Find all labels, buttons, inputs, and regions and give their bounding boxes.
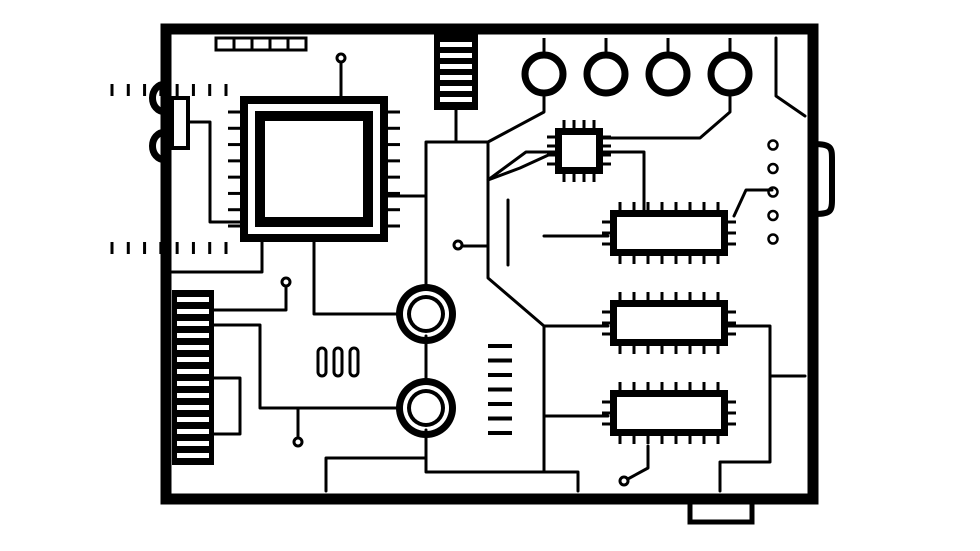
bottom-tab	[687, 499, 755, 525]
top-left-pads	[214, 36, 308, 52]
header-pin	[177, 333, 209, 338]
dip-chip-window	[617, 217, 721, 249]
dip-chip-window	[617, 397, 721, 429]
board-outline	[160, 23, 819, 505]
header-pin	[177, 309, 209, 314]
indicator-dot	[767, 233, 779, 245]
header-pin	[177, 429, 209, 434]
right-clip	[812, 141, 835, 217]
indicator-dots	[767, 139, 779, 245]
slot	[316, 346, 328, 378]
connector-rib	[440, 53, 472, 58]
dip-chip	[602, 382, 736, 444]
header-pin	[177, 381, 209, 386]
top-ribbed-connector	[434, 34, 478, 110]
cpu-chip	[110, 84, 400, 254]
round-connector	[707, 51, 753, 97]
slot	[348, 346, 360, 378]
header-pin	[177, 321, 209, 326]
coax-jack-center	[411, 299, 441, 329]
header-pin	[177, 393, 209, 398]
connector-rib	[440, 42, 472, 47]
connector-rib	[440, 64, 472, 69]
indicator-dot	[767, 139, 779, 151]
header-pin	[177, 369, 209, 374]
coax-jack-center	[411, 393, 441, 423]
connector-rib	[440, 75, 472, 80]
dip-chips	[602, 202, 736, 444]
round-connector	[521, 51, 567, 97]
small-chip	[547, 120, 611, 182]
round-connector	[583, 51, 629, 97]
indicator-dot	[767, 162, 779, 175]
connector-rib	[440, 86, 472, 91]
dip-chip-window	[617, 307, 721, 339]
header-pin	[177, 345, 209, 350]
dip-chip	[602, 202, 736, 264]
top-connectors	[521, 38, 753, 97]
connector-rib	[440, 97, 472, 102]
circuit-traces	[170, 36, 807, 493]
right-pad-lines	[488, 344, 512, 435]
vias	[280, 52, 630, 487]
bottom-slots	[316, 346, 360, 378]
slot	[332, 346, 344, 378]
header-pin	[177, 417, 209, 422]
coaxial-jacks	[396, 284, 456, 438]
header-pin	[177, 441, 209, 446]
left-header	[172, 290, 214, 465]
header-pin	[177, 357, 209, 362]
indicator-dot	[767, 209, 779, 222]
header-pin	[177, 405, 209, 410]
dip-chip	[602, 292, 736, 354]
header-pin	[177, 297, 209, 302]
header-pin	[177, 453, 209, 458]
round-connector	[645, 51, 691, 97]
